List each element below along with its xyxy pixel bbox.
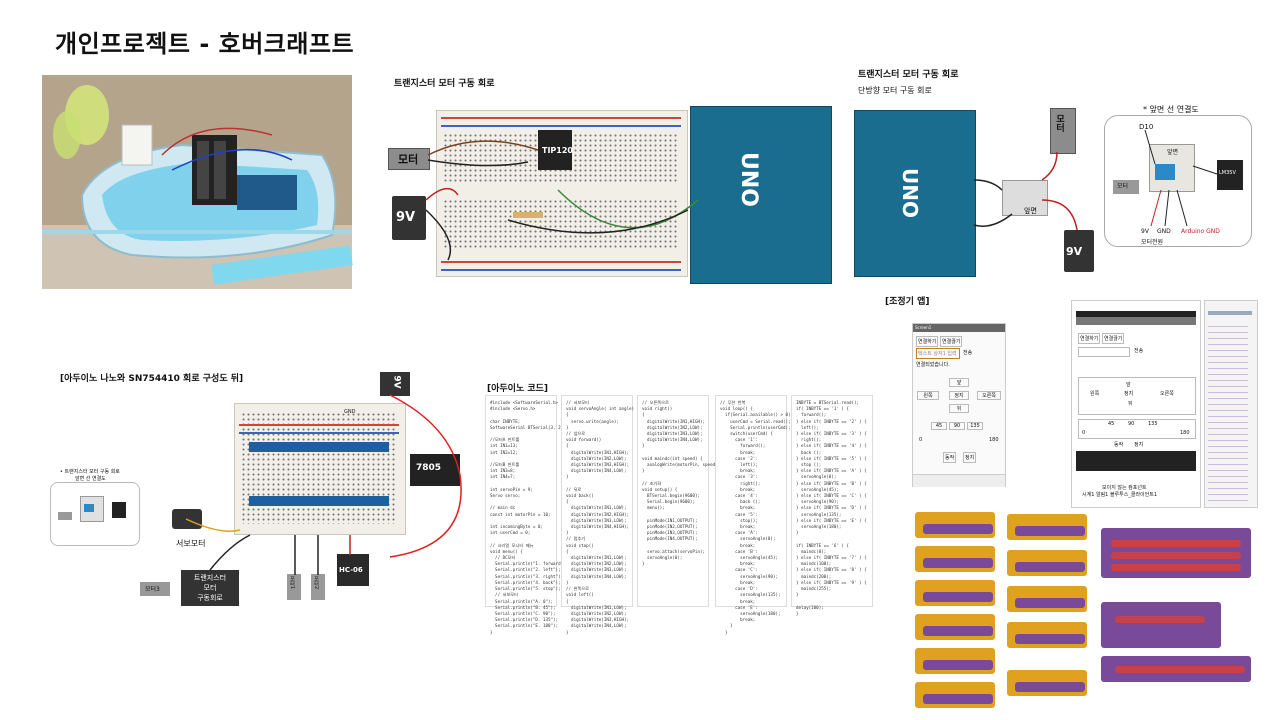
- mock1-angle-45[interactable]: 45: [931, 422, 947, 430]
- transistor-circuit-right-subcaption: 단방향 모터 구동 회로: [858, 86, 932, 95]
- mock1-back-button[interactable]: 뒤: [949, 404, 969, 413]
- mock1-run-button[interactable]: 동작: [943, 452, 957, 463]
- gnd-label: GND: [1157, 228, 1171, 235]
- mock1-stop-button[interactable]: 정지: [949, 391, 969, 400]
- mock1-left-button[interactable]: 왼쪽: [917, 391, 939, 400]
- unidirectional-circuit: UNO 앞면 모터 9V: [852, 100, 1094, 280]
- regulator: [410, 454, 460, 486]
- v9-label: 9V: [1141, 228, 1149, 235]
- arduino-code-caption: [아두이노 코드]: [487, 384, 549, 394]
- driver-label: 트랜지스터 모터 구동회로: [193, 574, 227, 602]
- mock1-connect-button[interactable]: 연결하기: [916, 336, 939, 347]
- mock1-angle-90[interactable]: 90: [949, 422, 965, 430]
- mock2-angle-135[interactable]: 135: [1148, 421, 1158, 427]
- code-column-3: // 오른쪽으로 void right() { digitalWrite(IN1…: [637, 395, 720, 607]
- nano-inset-line2: 앞면 선 연결도: [75, 476, 106, 482]
- gnd-label-nano: GND: [344, 409, 356, 415]
- mock1-send-button[interactable]: 전송: [963, 350, 973, 356]
- mock2-front-button[interactable]: 앞: [1126, 382, 1131, 388]
- mock2-slider-min: 0: [1082, 430, 1086, 436]
- motor-label-inset: 모터: [1117, 183, 1129, 190]
- code-column-5: INBYTE = BTSerial.read(); if( INBYTE == …: [791, 395, 873, 616]
- motor2: [311, 574, 325, 600]
- nano-wires: [185, 394, 462, 575]
- nano-circuit-caption: [아두이노 나노와 SN754410 회로 구성도 뒤]: [60, 374, 244, 384]
- controller-app-caption: [조정기 앱]: [885, 297, 930, 307]
- bt-label: HC-06: [339, 566, 363, 574]
- code-column-2: // 서보모터 void servoAngle( int angle) { se…: [561, 395, 634, 635]
- hovercraft-illustration: [42, 75, 353, 289]
- mock1-status: 연결되었습니다.: [916, 362, 950, 368]
- motor3-label: 모터3: [145, 586, 160, 593]
- motor1-label: 모터1: [289, 576, 295, 590]
- battery-label-right: 9V: [1066, 245, 1083, 258]
- mock2-back-button[interactable]: 뒤: [1128, 401, 1133, 407]
- wiring-diagram: D10 앞면 모터 LM35V 9V GND Arduino GND 모터전원: [1104, 115, 1252, 247]
- driver-module: [181, 570, 239, 606]
- wiring-diagram-caption: * 앞면 선 연결도: [1143, 105, 1199, 114]
- mock1-slider-min: 0: [919, 437, 923, 443]
- front-label: 앞면: [1167, 149, 1179, 156]
- mock2-halt-button[interactable]: 정지: [1134, 442, 1144, 448]
- mock1-halt-button[interactable]: 정지: [963, 452, 977, 463]
- nano-breadboard: GND: [234, 403, 406, 535]
- mock2-stop-button[interactable]: 정지: [1124, 391, 1134, 397]
- servo-label: 서보모터: [176, 539, 206, 548]
- motor3: [140, 582, 170, 596]
- mock2-angle-90[interactable]: 90: [1128, 421, 1135, 427]
- transistor-circuit-caption: 트랜지스터 모터 구동 회로: [394, 79, 495, 89]
- motor-label-right: 모터: [1054, 114, 1064, 132]
- app-inventor-blocks: [915, 510, 1265, 710]
- mock2-disconnect-button[interactable]: 연결끊기: [1102, 333, 1125, 344]
- motor2-label: 모터2: [313, 576, 319, 590]
- mock2-nonvisible-components: 시계1 알림1 블루투스_클라이언트1: [1082, 492, 1158, 498]
- battery-label: 9V: [396, 210, 416, 225]
- mock2-send-button[interactable]: 전송: [1134, 348, 1144, 354]
- bt-module: [337, 554, 369, 586]
- transistor-circuit-right-caption: 트랜지스터 모터 구동 회로: [858, 70, 959, 80]
- arduino-uno-right: UNO: [854, 110, 976, 277]
- battery-label-nano: 9V: [391, 375, 402, 389]
- motor-power-label: 모터전원: [1141, 239, 1164, 246]
- page-title: 개인프로젝트 - 호버크래프트: [55, 30, 355, 58]
- nano-inset: • 트랜지스터 모터 구동 회로 앞면 선 연결도: [50, 466, 140, 546]
- mock1-titlebar: Screen1: [913, 324, 1005, 332]
- transistor-circuit-diagram: UNO 모터 9V TIP120: [388, 100, 838, 285]
- mock2-right-button[interactable]: 오른쪽: [1160, 391, 1174, 397]
- battery-nano: [380, 372, 410, 396]
- mock1-front-button[interactable]: 앞: [949, 378, 969, 387]
- code-column-1: #include <SoftwareSerial.h> #include <Se…: [485, 395, 568, 635]
- d10-label: D10: [1139, 123, 1154, 131]
- arduino-uno: UNO: [690, 106, 832, 284]
- mock2-left-button[interactable]: 왼쪽: [1090, 391, 1100, 397]
- board-label: 앞면: [1024, 207, 1037, 215]
- mock2-angle-45[interactable]: 45: [1108, 421, 1115, 427]
- mock2-slider-max: 180: [1180, 430, 1190, 436]
- arduino-gnd-label: Arduino GND: [1181, 228, 1220, 235]
- motor-label: 모터: [398, 153, 419, 166]
- wires: [425, 140, 699, 261]
- mock2-connect-button[interactable]: 연결하기: [1078, 333, 1101, 344]
- app-mock-1: Screen1 연결하기 연결끊기 텍스트 상자1 입력 전송 연결되었습니다.…: [912, 323, 1006, 487]
- mock1-disconnect-button[interactable]: 연결끊기: [940, 336, 963, 347]
- component-tree: [1204, 300, 1258, 508]
- mock1-angle-135[interactable]: 135: [967, 422, 983, 430]
- motor1: [287, 574, 301, 600]
- chip-label: LM35V: [1219, 170, 1236, 176]
- mock2-run-button[interactable]: 동작: [1114, 442, 1124, 448]
- transistor-label: TIP120: [542, 146, 573, 155]
- mock1-slider-max: 180: [989, 437, 999, 443]
- mock2-nonvisible-label: 보이지 않는 컴포넌트: [1102, 485, 1147, 491]
- mock1-right-button[interactable]: 오른쪽: [977, 391, 1001, 400]
- mock1-text-input[interactable]: 텍스트 상자1 입력: [916, 348, 960, 359]
- regulator-label: 7805: [416, 463, 442, 473]
- nano-inset-line1: • 트랜지스터 모터 구동 회로: [60, 469, 120, 475]
- code-column-4: // 무한 반복 void loop() { if(Serial.availab…: [715, 395, 796, 635]
- hovercraft-photo: [42, 75, 353, 289]
- app-mock-2: 연결하기 연결끊기 전송 앞 왼쪽 정지 오른쪽 뒤 45 90 135 0 1…: [1071, 300, 1201, 508]
